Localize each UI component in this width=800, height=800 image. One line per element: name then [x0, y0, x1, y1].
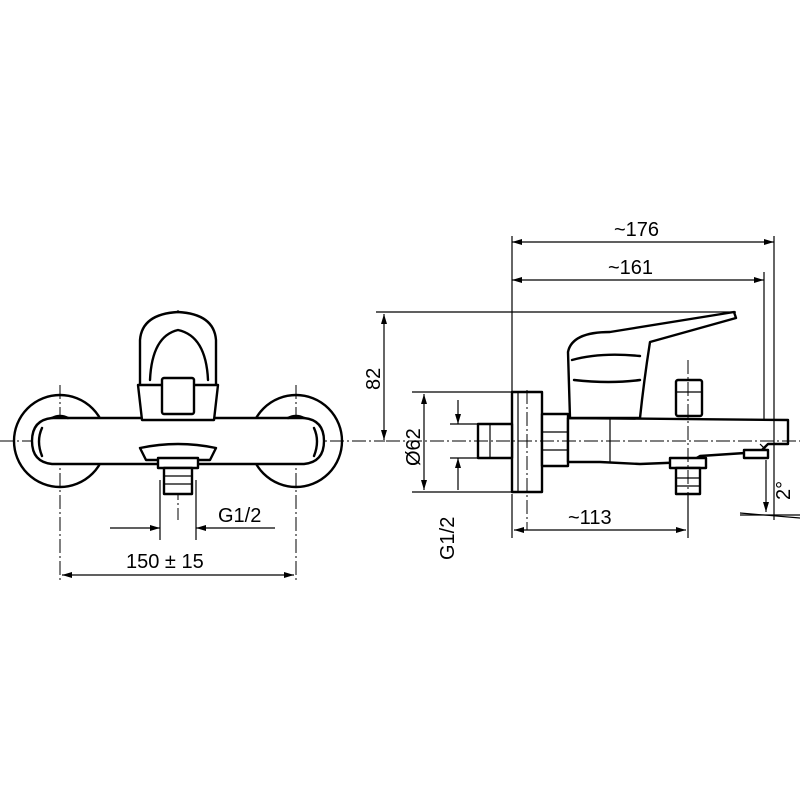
angle-label: 2° [773, 481, 795, 500]
diameter-label: Ø62 [403, 428, 425, 466]
side-lever [566, 310, 738, 420]
connection-label-left: G1/2 [218, 505, 261, 527]
aerator-front [162, 466, 194, 496]
side-view: ~176 ~161 82 Ø62 G1/2 ~113 2° [363, 219, 800, 560]
height-label: 82 [363, 368, 385, 390]
lever-handle [138, 310, 218, 394]
spacing-label: 150 ± 15 [126, 551, 204, 573]
front-view: G1/2 150 ± 15 [0, 310, 385, 580]
overall-length-label: ~176 [614, 219, 659, 241]
outlet-offset-label: ~113 [568, 507, 612, 529]
connection-label-right: G1/2 [437, 517, 459, 560]
spout-length-label: ~161 [608, 257, 653, 279]
mixer-body [30, 416, 326, 466]
